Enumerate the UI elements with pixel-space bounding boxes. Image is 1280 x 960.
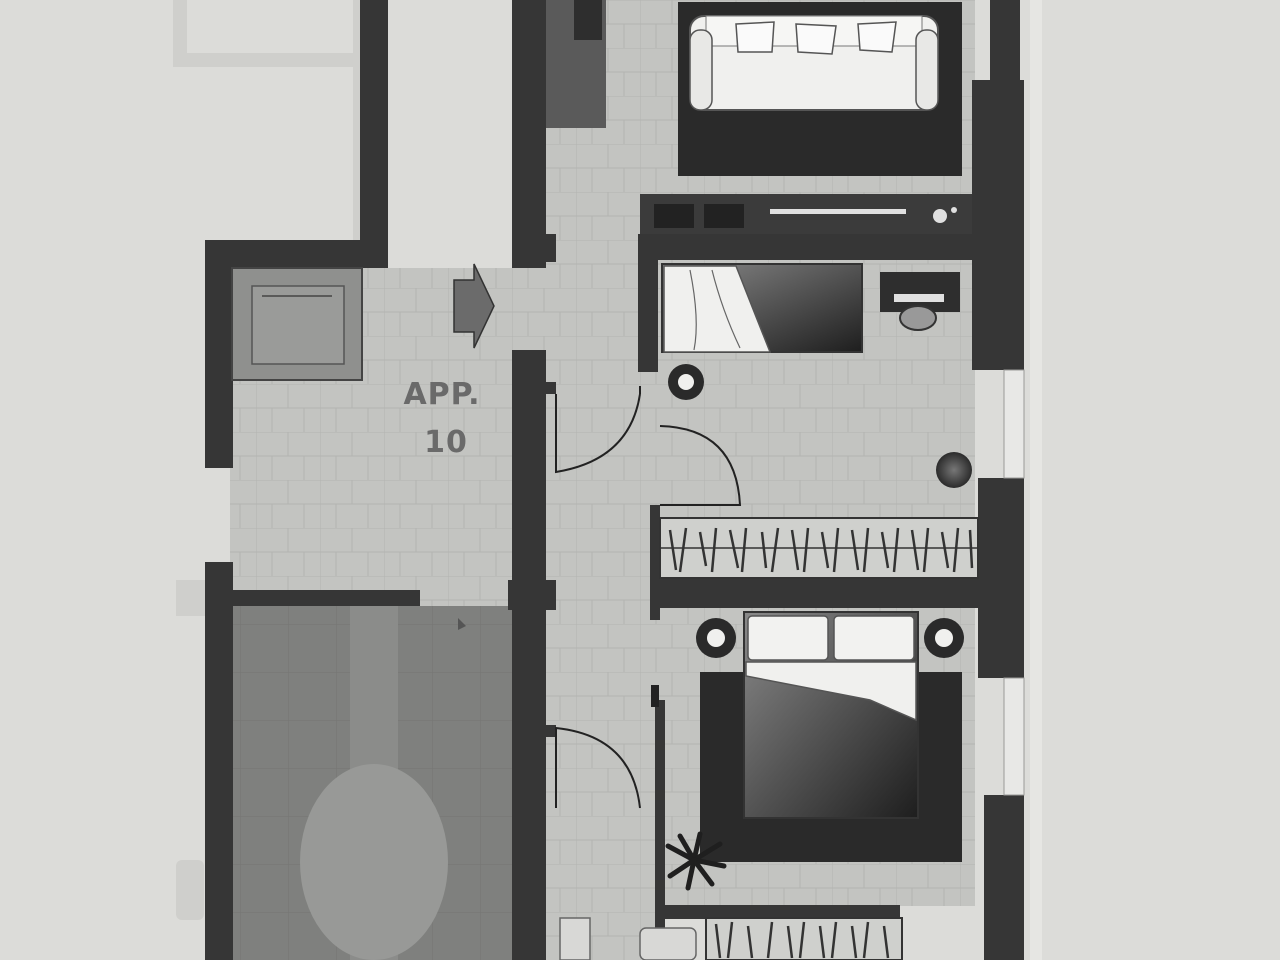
wall-spine-top [512,0,546,268]
bedroom-1-furniture [661,263,972,488]
wall-right-2 [978,478,1024,678]
cushion-2 [795,23,837,55]
right-exterior-strip [1030,0,1042,960]
wall-bathroom-top [205,590,420,606]
wardrobe-1 [659,517,979,579]
single-bed-sheet [663,265,772,353]
entrance-cabinet-inner [251,285,345,365]
hall-cabinet [559,917,591,960]
apartment-label: APP. [403,377,480,412]
bath-cursor-mark [458,618,466,630]
window-bedroom-1 [1003,369,1025,479]
wall-upper-vertical [360,0,388,268]
wardrobe-1-hangers [668,527,974,573]
door-swing-hall-1 [555,393,641,474]
palm-plant [665,831,727,891]
wall-bedroom-2-left [655,700,665,960]
wall-spine-mid [512,350,546,960]
door-swing-hall-2 [555,726,641,809]
tv-speaker-small [951,207,957,213]
wall-entrance-top [205,240,385,268]
tv-unit-shelf-1 [654,204,694,228]
windows [1003,369,1025,796]
bedroom-2-furniture [559,611,964,960]
desk-drawer [894,294,944,302]
wall-bedroom-1-left-mid [650,505,660,620]
apartment-number: 10 [424,425,468,460]
nightstand-lamp-2-inner [707,629,725,647]
entry-arrow [453,263,495,349]
plant-bedroom-1 [936,452,972,488]
desk-chair [899,305,937,331]
wall-spine-jamb-1 [546,382,556,394]
wardrobe-2-hangers [714,921,890,959]
ghost-fixture-left [176,860,204,920]
entrance-furniture [231,263,495,381]
cushion-3 [857,21,897,53]
cushion-1 [735,21,775,53]
pillow-right [833,615,915,661]
door-swing-bedroom-1 [659,425,742,506]
wall-right-3 [984,795,1024,960]
hall-cabinet-2 [639,927,697,960]
wall-left-lower [205,562,233,960]
ghost-wall-left [176,580,206,616]
wall-bedroom-2-bottom [655,905,900,919]
wall-right-1 [972,80,1024,370]
wall-bedroom-1-top [638,234,978,260]
kitchen-block-inner [574,0,602,40]
window-bedroom-2 [1003,677,1025,796]
double-bed-sheet [745,661,917,722]
wall-spine-jamb-2 [546,725,556,737]
wall-spine-bump [508,580,556,610]
tv-screen [770,209,906,214]
sofa-arm-left [689,29,713,111]
bath-rug [300,764,448,960]
wall-right-top [990,0,1020,80]
nightstand-lamp-3-inner [935,629,953,647]
pillow-left [747,615,829,661]
sofa-arm-right [915,29,939,111]
nightstand-lamp-1-inner [678,374,694,390]
wall-top-segment [546,234,556,262]
wall-bedroom-1-left-top [638,258,658,372]
tv-speaker [933,209,947,223]
doors [555,386,742,809]
single-bed-folds [689,269,741,351]
living-room-furniture [640,2,972,234]
wall-left-upper [205,240,233,468]
door-leaf-hall-2 [651,685,659,707]
tv-unit-shelf-2 [704,204,744,228]
walls [205,0,1024,960]
wall-bedroom-divider [650,578,978,608]
